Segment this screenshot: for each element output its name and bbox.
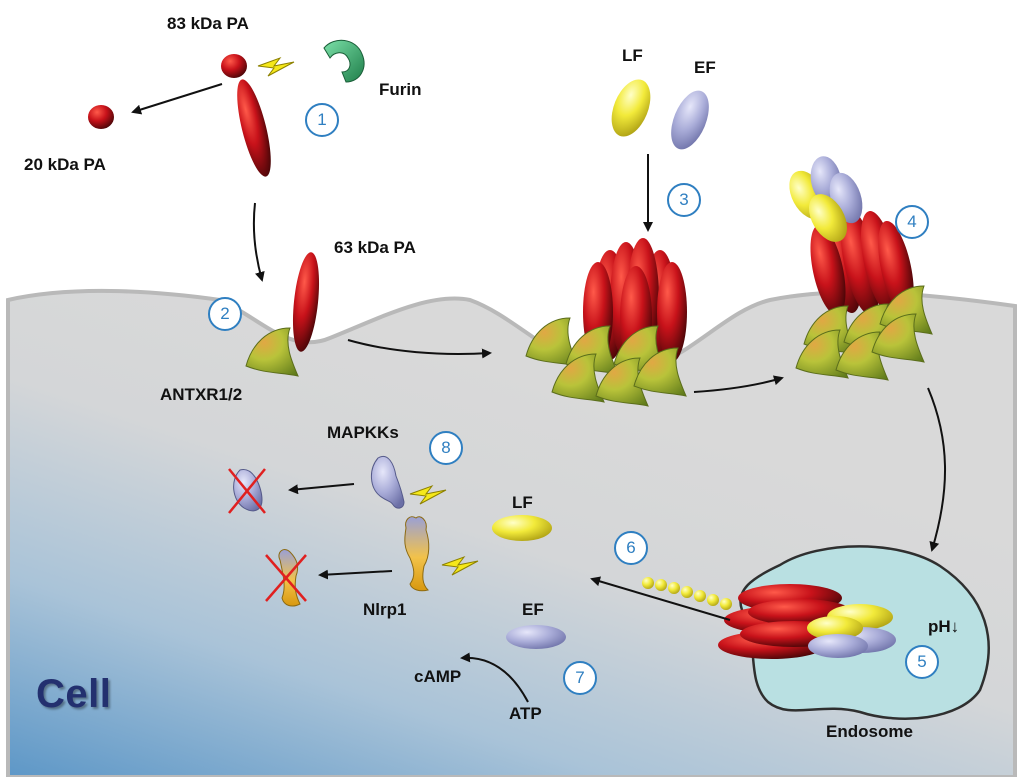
label-antxr: ANTXR1/2 (160, 385, 243, 404)
arrow-to-oligomer (347, 339, 492, 359)
pa-prepore-complex (525, 238, 687, 407)
label-pa83: 83 kDa PA (167, 14, 249, 33)
pa20-fragment (88, 105, 114, 129)
nlrp1-inhibited-x-icon (265, 554, 307, 602)
lf-cytosolic (492, 515, 552, 541)
arrow-to-cytosol (590, 576, 731, 621)
label-endosome: Endosome (826, 722, 913, 741)
mapkk-inhibited-x-icon (228, 468, 266, 514)
furin-icon (323, 39, 365, 83)
lf-free (611, 79, 651, 137)
label-ef-top: EF (694, 58, 716, 77)
step-marker-6: 6 (614, 531, 648, 565)
step-marker-8: 8 (429, 431, 463, 465)
ef-free (671, 90, 709, 150)
pa83-domain-20kda (221, 54, 247, 78)
label-lf-cytosolic: LF (512, 493, 533, 512)
protease-bolt-icon (257, 57, 295, 77)
nlrp1-protein (404, 516, 430, 592)
label-camp: cAMP (414, 667, 462, 686)
step-marker-2: 2 (208, 297, 242, 331)
label-pa20: 20 kDa PA (24, 155, 106, 174)
arrow-to-endocytosis (693, 375, 784, 393)
label-nlrp1: Nlrp1 (363, 600, 407, 619)
step-marker-5: 5 (905, 645, 939, 679)
arrow-mapkk-degraded (288, 483, 355, 495)
label-ph-decrease: pH↓ (928, 617, 960, 636)
pa83-domain-63kda (237, 79, 271, 177)
step-marker-3: 3 (667, 183, 701, 217)
nlrp1-cleaved (278, 549, 301, 607)
label-lf-top: LF (622, 46, 643, 65)
translocating-lf-chain (642, 577, 732, 610)
step-marker-4: 4 (895, 205, 929, 239)
label-ef-cytosolic: EF (522, 600, 544, 619)
arrow-to-binding (252, 202, 265, 282)
label-pa63: 63 kDa PA (334, 238, 416, 257)
arrow-nlrp1-degraded (318, 569, 393, 580)
step-marker-7: 7 (563, 661, 597, 695)
label-furin: Furin (379, 80, 422, 99)
pa-lf-ef-complex (789, 156, 933, 381)
label-cell: Cell (36, 672, 112, 716)
step-marker-1: 1 (305, 103, 339, 137)
ef-cytosolic (506, 625, 566, 649)
mapkk-protein (371, 456, 405, 509)
pa-pore-complex (718, 584, 896, 659)
arrow-to-endosome (927, 387, 946, 552)
label-mapkks: MAPKKs (327, 423, 399, 442)
arrow-cleavage (131, 83, 223, 115)
pa63-monomer (292, 252, 320, 352)
label-atp: ATP (509, 704, 542, 723)
arrow-atp-to-camp (460, 652, 529, 703)
